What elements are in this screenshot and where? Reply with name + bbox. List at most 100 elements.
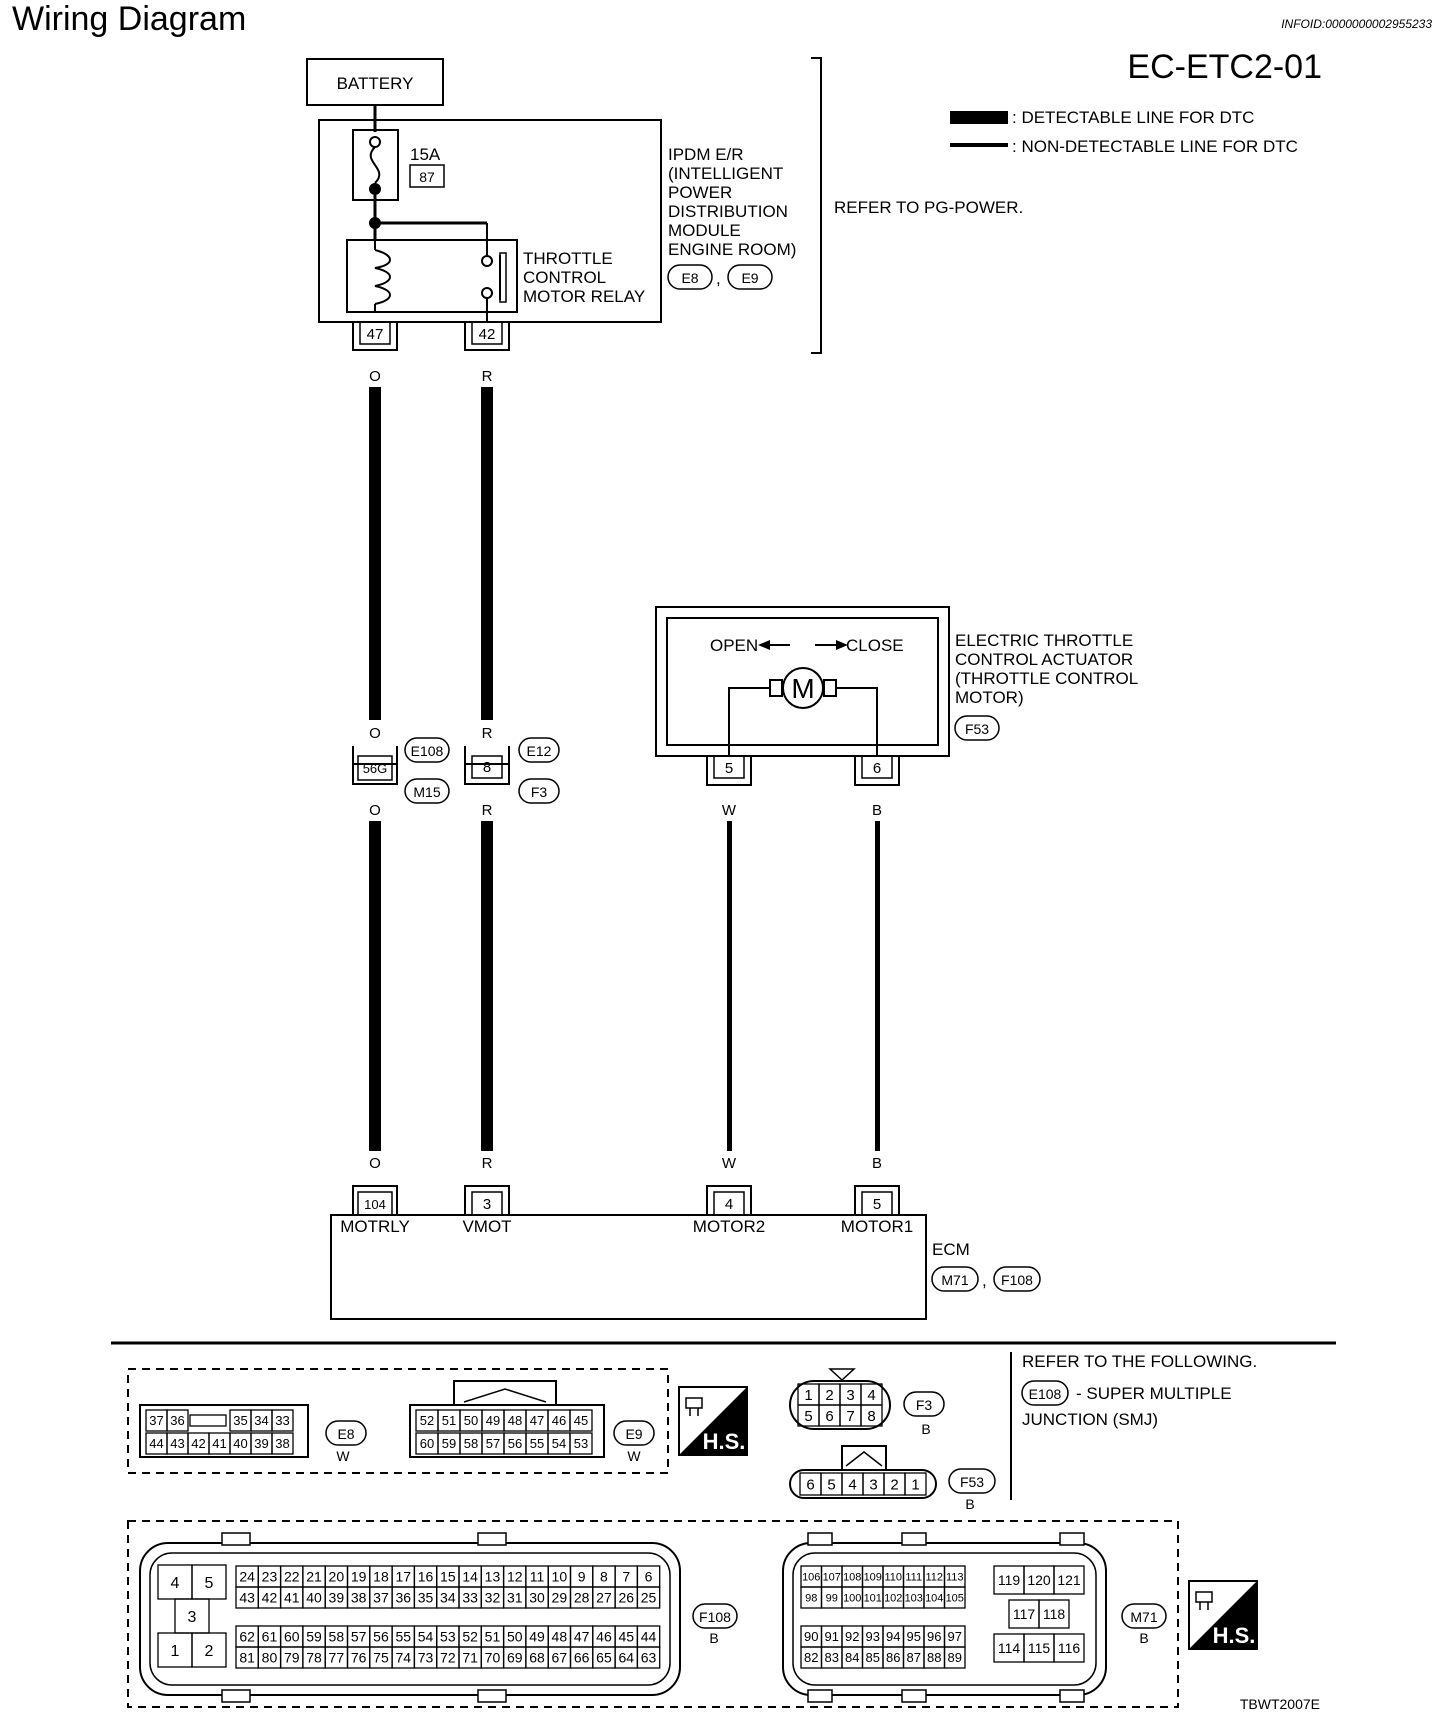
connector-tag-f53 [954, 715, 1000, 741]
throttle-actuator-inner [666, 617, 939, 746]
terminal-43: 43 [170, 1436, 184, 1451]
terminal-2: 2 [890, 1476, 898, 1493]
wire-color-r-top: R [482, 368, 493, 385]
terminal-90: 90 [804, 1629, 818, 1644]
ecm-pin-104: 104 [352, 1185, 398, 1216]
wire-b [875, 821, 880, 1151]
svg-text:B: B [709, 1630, 718, 1646]
refer-following: REFER TO THE FOLLOWING. [1022, 1352, 1257, 1371]
svg-text:W: W [336, 1448, 350, 1464]
terminal-89: 89 [948, 1650, 962, 1665]
ecm-box [330, 1214, 927, 1320]
svg-text:104: 104 [364, 1197, 386, 1212]
svg-text:M: M [791, 673, 814, 704]
terminal-59: 59 [442, 1436, 456, 1451]
terminal-28: 28 [574, 1590, 590, 1606]
terminal-25: 25 [641, 1590, 657, 1606]
terminal-77: 77 [329, 1650, 345, 1666]
svg-text:F3: F3 [916, 1397, 933, 1413]
terminal-52: 52 [420, 1413, 434, 1428]
terminal-8: 8 [600, 1569, 608, 1585]
terminal-37: 37 [149, 1413, 163, 1428]
pin-6-actuator: 6 [854, 755, 900, 786]
terminal-83: 83 [825, 1650, 839, 1665]
terminal-2: 2 [205, 1643, 214, 1660]
connector-tag-m15 [404, 778, 450, 804]
ecm-label: ECM [932, 1240, 970, 1259]
terminal-110: 110 [884, 1571, 902, 1583]
terminal-71: 71 [462, 1650, 478, 1666]
ecm-terminal-motor2: MOTOR2 [693, 1217, 765, 1236]
terminal-11: 11 [530, 1569, 545, 1585]
svg-text:4: 4 [725, 1196, 733, 1213]
terminal-103: 103 [905, 1592, 923, 1604]
svg-text:M71: M71 [1130, 1609, 1157, 1625]
terminal-74: 74 [395, 1650, 411, 1666]
ecm-terminal-motor1: MOTOR1 [841, 1217, 913, 1236]
terminal-86: 86 [886, 1650, 900, 1665]
terminal-46: 46 [552, 1413, 566, 1428]
svg-text:M71: M71 [941, 1272, 968, 1288]
terminal-80: 80 [262, 1650, 278, 1666]
ipdm-label-6: ENGINE ROOM) [668, 240, 796, 259]
svg-text:B: B [921, 1421, 930, 1437]
legend-thick-line [950, 111, 1008, 124]
terminal-114: 114 [998, 1640, 1021, 1656]
terminal-6: 6 [645, 1569, 653, 1585]
terminal-85: 85 [866, 1650, 880, 1665]
terminal-29: 29 [552, 1590, 568, 1606]
legend-non-detectable: : NON-DETECTABLE LINE FOR DTC [1012, 137, 1298, 156]
terminal-45: 45 [618, 1629, 634, 1645]
battery-label: BATTERY [337, 74, 414, 93]
svg-text:F108: F108 [699, 1609, 731, 1625]
terminal-1: 1 [911, 1476, 919, 1493]
terminal-18: 18 [373, 1569, 389, 1585]
svg-text:F108: F108 [1001, 1272, 1033, 1288]
terminal-117: 117 [1013, 1606, 1036, 1622]
svg-text:47: 47 [367, 326, 384, 343]
footer-code: TBWT2007E [1240, 1696, 1320, 1712]
svg-text:O: O [369, 1155, 381, 1172]
svg-text:R: R [482, 725, 493, 742]
terminal-53: 53 [574, 1436, 588, 1451]
terminal-52: 52 [462, 1629, 478, 1645]
terminal-115: 115 [1028, 1640, 1051, 1656]
terminal-6: 6 [806, 1476, 814, 1493]
terminal-67: 67 [552, 1650, 568, 1666]
svg-text:O: O [369, 725, 381, 742]
terminal-35: 35 [418, 1590, 434, 1606]
terminal-46: 46 [596, 1629, 612, 1645]
terminal-42: 42 [262, 1590, 278, 1606]
terminal-112: 112 [925, 1571, 943, 1583]
svg-text:E108: E108 [1029, 1386, 1062, 1402]
terminal-79: 79 [284, 1650, 300, 1666]
svg-text:5: 5 [873, 1196, 881, 1213]
terminal-120: 120 [1027, 1572, 1051, 1588]
terminal-56: 56 [373, 1629, 389, 1645]
terminal-105: 105 [946, 1592, 964, 1604]
terminal-61: 61 [262, 1629, 278, 1645]
terminal-39: 39 [254, 1436, 268, 1451]
svg-text:F3: F3 [531, 784, 548, 800]
terminal-9: 9 [578, 1569, 586, 1585]
throttle-actuator-outer [655, 606, 950, 757]
terminal-36: 36 [395, 1590, 411, 1606]
wire-o-upper [369, 387, 381, 720]
connector-group-e8-e9 [127, 1368, 669, 1474]
terminal-58: 58 [464, 1436, 478, 1451]
terminal-7: 7 [846, 1408, 854, 1425]
wire-r-upper [481, 387, 493, 720]
terminal-57: 57 [351, 1629, 367, 1645]
terminal-70: 70 [485, 1650, 501, 1666]
terminal-51: 51 [442, 1413, 456, 1428]
terminal-15: 15 [440, 1569, 456, 1585]
terminal-109: 109 [864, 1571, 882, 1583]
terminal-44: 44 [149, 1436, 163, 1451]
terminal-58: 58 [329, 1629, 345, 1645]
legend-detectable: : DETECTABLE LINE FOR DTC [1012, 108, 1254, 127]
terminal-100: 100 [843, 1592, 861, 1604]
terminal-111: 111 [905, 1571, 922, 1583]
terminal-5: 5 [205, 1575, 214, 1592]
